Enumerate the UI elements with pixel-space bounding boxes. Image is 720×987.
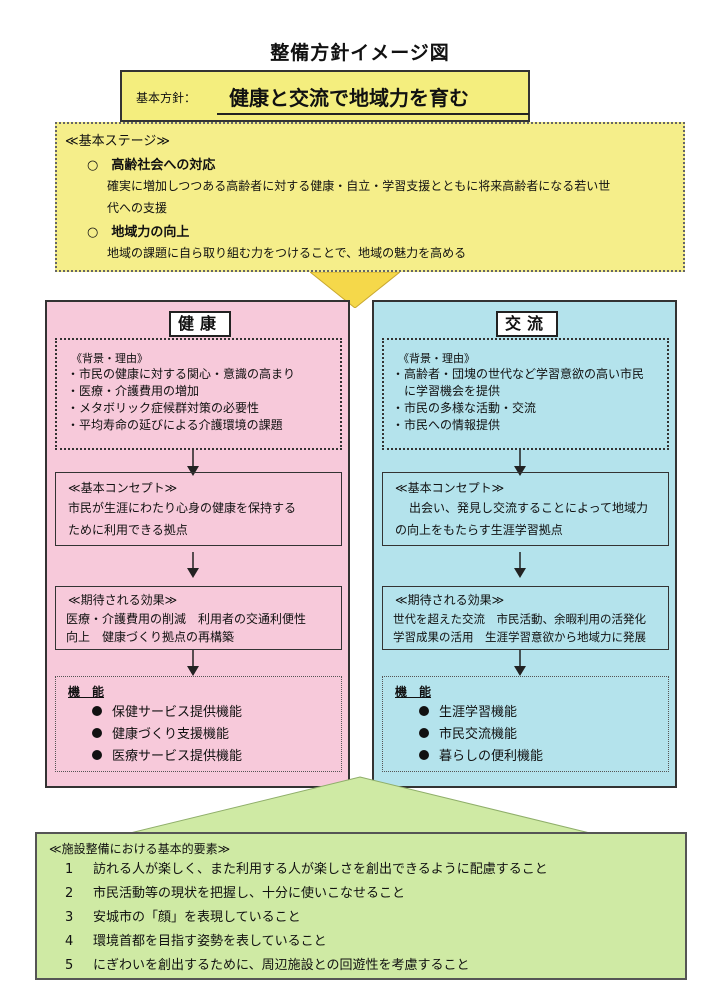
- exchange-effect-box: ≪期待される効果≫ 世代を超えた交流 市民活動、余暇利用の活発化 学習成果の活用…: [382, 586, 669, 650]
- health-effect-box: ≪期待される効果≫ 医療・介護費用の削減 利用者の交通利便性 向上 健康づくり拠…: [55, 586, 342, 650]
- exchange-reason-box: 《背景・理由》 ・高齢者・団塊の世代など学習意欲の高い市民 に学習機会を提供 ・…: [382, 338, 669, 450]
- item-text: 安城市の「顔」を表現していること: [93, 910, 301, 925]
- health-concept-box: ≪基本コンセプト≫ 市民が生涯にわたり心身の健康を保持する ために利用できる拠点: [55, 472, 342, 546]
- health-reason-heading: 《背景・理由》: [71, 352, 148, 365]
- stage-item-aging-line-2: 代への支援: [107, 201, 168, 215]
- health-reason-box: 《背景・理由》 ・市民の健康に対する関心・意識の高まり ・医療・介護費用の増加 …: [55, 338, 342, 450]
- exchange-reason-1: ・高齢者・団塊の世代など学習意欲の高い市民: [392, 367, 645, 381]
- stage-item-aging-line-1: 確実に増加しつつある高齢者に対する健康・自立・学習支援とともに将来高齢者になる若…: [107, 179, 611, 193]
- stage-item-aging-title: ○ 高齢社会への対応: [87, 158, 216, 173]
- health-effect-heading: ≪期待される効果≫: [68, 593, 178, 607]
- exchange-function-item: 暮らしの便利機能: [419, 747, 543, 767]
- down-arrow-icon: [187, 552, 199, 578]
- health-function-item: 保健サービス提供機能: [92, 703, 242, 723]
- bullet-icon: [419, 728, 429, 738]
- exchange-reason-3: ・市民の多様な活動・交流: [392, 401, 537, 415]
- health-reason-1: ・市民の健康に対する関心・意識の高まり: [67, 367, 296, 381]
- exchange-reason-2: に学習機会を提供: [392, 384, 501, 398]
- basic-elements-box: ≪施設整備における基本的要素≫ 1 訪れる人が楽しく、また利用する人が楽しさを創出…: [35, 832, 687, 980]
- item-number: 4: [65, 934, 74, 949]
- exchange-concept-heading: ≪基本コンセプト≫: [395, 481, 505, 495]
- down-arrow-icon: [514, 650, 526, 676]
- health-function-item: 健康づくり支援機能: [92, 725, 229, 745]
- item-text: 市民活動等の現状を把握し、十分に使いこなせること: [93, 886, 406, 901]
- exchange-function-item: 生涯学習機能: [419, 703, 517, 723]
- item-text: 訪れる人が楽しく、また利用する人が楽しさを創出できるように配慮すること: [93, 862, 548, 877]
- health-title: 健康: [169, 311, 231, 337]
- bullet-icon: [419, 750, 429, 760]
- exchange-effect-heading: ≪期待される効果≫: [395, 593, 505, 607]
- down-arrow-icon: [187, 650, 199, 676]
- exchange-concept-line-2: の向上をもたらす生涯学習拠点: [395, 523, 563, 537]
- exchange-function-3: 暮らしの便利機能: [439, 749, 544, 764]
- health-concept-line-2: ために利用できる拠点: [68, 523, 188, 537]
- exchange-effect-line-1: 世代を超えた交流 市民活動、余暇利用の活発化: [393, 612, 646, 626]
- health-reason-4: ・平均寿命の延びによる介護環境の課題: [67, 418, 283, 432]
- page-title: 整備方針イメージ図: [270, 42, 450, 64]
- list-item: 1 訪れる人が楽しく、また利用する人が楽しさを創出できるように配慮すること: [65, 860, 548, 880]
- stage-item-community-title: ○ 地域力の向上: [87, 225, 190, 240]
- basic-stage-box: ≪基本ステージ≫ ○ 高齢社会への対応 確実に増加しつつある高齢者に対する健康・…: [55, 122, 685, 272]
- bullet-icon: [92, 728, 102, 738]
- exchange-concept-box: ≪基本コンセプト≫ 出会い、発見し交流することによって地域力 の向上をもたらす生…: [382, 472, 669, 546]
- basic-stage-heading: ≪基本ステージ≫: [65, 134, 170, 149]
- item-number: 2: [65, 886, 74, 901]
- list-item: 3 安城市の「顔」を表現していること: [65, 908, 301, 928]
- health-function-1: 保健サービス提供機能: [112, 705, 243, 720]
- list-item: 4 環境首都を目指す姿勢を表していること: [65, 932, 327, 952]
- down-arrow-icon: [310, 272, 400, 308]
- list-item: 2 市民活動等の現状を把握し、十分に使いこなせること: [65, 884, 405, 904]
- health-column: 健康 《背景・理由》 ・市民の健康に対する関心・意識の高まり ・医療・介護費用の…: [45, 300, 350, 788]
- health-function-item: 医療サービス提供機能: [92, 747, 242, 767]
- up-arrow-icon: [121, 776, 599, 835]
- exchange-column: 交流 《背景・理由》 ・高齢者・団塊の世代など学習意欲の高い市民 に学習機会を提…: [372, 300, 677, 788]
- exchange-title: 交流: [496, 311, 558, 337]
- down-arrow-icon: [514, 450, 526, 476]
- exchange-function-item: 市民交流機能: [419, 725, 517, 745]
- stage-item-community-line-1: 地域の課題に自ら取り組む力をつけることで、地域の魅力を高める: [107, 246, 467, 260]
- bullet-icon: [92, 750, 102, 760]
- exchange-concept-line-1: 出会い、発見し交流することによって地域力: [409, 501, 649, 515]
- basic-policy-box: 基本方針： 健康と交流で地域力を育む: [120, 70, 530, 122]
- health-effect-line-2: 向上 健康づくり拠点の再構築: [66, 630, 235, 644]
- item-text: 環境首都を目指す姿勢を表していること: [93, 934, 327, 949]
- health-reason-2: ・医療・介護費用の増加: [67, 384, 200, 398]
- item-number: 1: [65, 862, 74, 877]
- health-function-box: 機 能 保健サービス提供機能 健康づくり支援機能 医療サービス提供機能: [55, 676, 342, 772]
- exchange-function-2: 市民交流機能: [439, 727, 518, 742]
- down-arrow-icon: [187, 450, 199, 476]
- health-concept-line-1: 市民が生涯にわたり心身の健康を保持する: [68, 501, 297, 515]
- exchange-function-1: 生涯学習機能: [439, 705, 518, 720]
- health-concept-heading: ≪基本コンセプト≫: [68, 481, 178, 495]
- exchange-function-heading: 機 能: [395, 685, 432, 699]
- down-arrow-icon: [514, 552, 526, 578]
- health-function-2: 健康づくり支援機能: [112, 727, 230, 742]
- bullet-icon: [419, 706, 429, 716]
- exchange-function-box: 機 能 生涯学習機能 市民交流機能 暮らしの便利機能: [382, 676, 669, 772]
- exchange-reason-4: ・市民への情報提供: [392, 418, 501, 432]
- basic-policy-text: 健康と交流で地域力を育む: [217, 82, 529, 115]
- list-item: 5 にぎわいを創出するために、周辺施設との回遊性を考慮すること: [65, 956, 469, 976]
- health-reason-3: ・メタボリック症候群対策の必要性: [67, 401, 260, 415]
- health-effect-line-1: 医療・介護費用の削減 利用者の交通利便性: [66, 612, 307, 626]
- health-function-heading: 機 能: [68, 685, 105, 699]
- item-number: 3: [65, 910, 74, 925]
- item-text: にぎわいを創出するために、周辺施設との回遊性を考慮すること: [93, 958, 470, 973]
- health-function-3: 医療サービス提供機能: [112, 749, 243, 764]
- exchange-effect-line-2: 学習成果の活用 生涯学習意欲から地域力に発展: [393, 630, 646, 644]
- bullet-icon: [92, 706, 102, 716]
- exchange-reason-heading: 《背景・理由》: [398, 352, 475, 365]
- basic-policy-label: 基本方針：: [136, 91, 197, 105]
- item-number: 5: [65, 958, 74, 973]
- basic-elements-heading: ≪施設整備における基本的要素≫: [49, 842, 231, 856]
